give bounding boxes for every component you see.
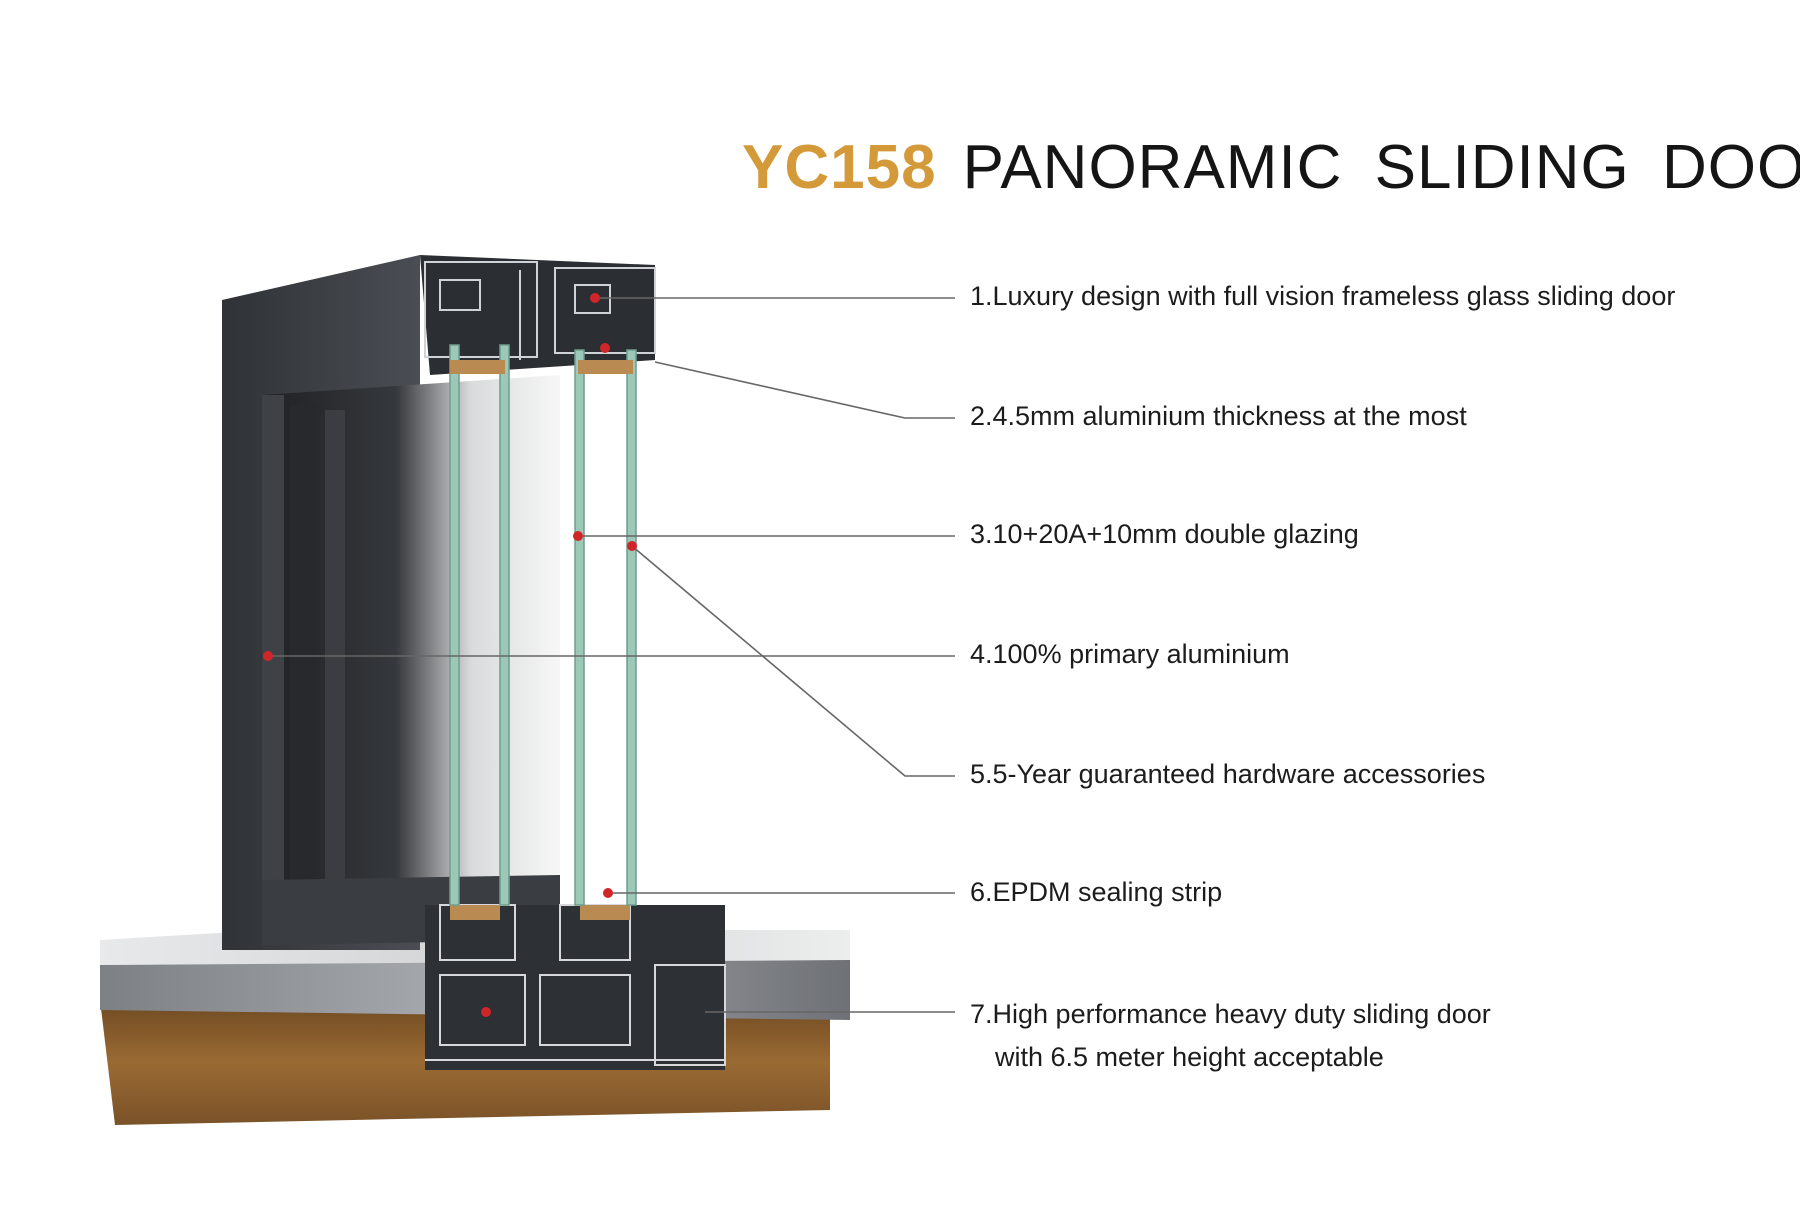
- feature-2: 2.4.5mm aluminium thickness at the most: [970, 401, 1467, 431]
- marker-2: [600, 343, 610, 353]
- callout-markers: [263, 293, 637, 1017]
- outer-frame: [222, 255, 655, 950]
- marker-6: [603, 888, 613, 898]
- glass-pane-4: [626, 349, 637, 906]
- feature-7: 7.High performance heavy duty sliding do…: [970, 999, 1491, 1073]
- marker-1: [590, 293, 600, 303]
- inner-jamb-shadow: [290, 405, 318, 910]
- leader-line-2: [654, 361, 955, 419]
- glass-pane-2: [499, 344, 510, 906]
- inner-jamb: [262, 395, 284, 920]
- feature-1: 1.Luxury design with full vision framele…: [970, 281, 1676, 311]
- glass-pane-3: [574, 349, 585, 906]
- glass-panes: [449, 344, 637, 906]
- feature-4: 4.100% primary aluminium: [970, 639, 1290, 669]
- feature-7-line-2: with 6.5 meter height acceptable: [995, 1042, 1384, 1072]
- leader-lines: [268, 297, 955, 1013]
- page-title: YC158 PANORAMIC SLIDING DOOR: [742, 132, 1800, 203]
- marker-4: [263, 651, 273, 661]
- feature-5: 5.5-Year guaranteed hardware accessories: [970, 759, 1486, 789]
- feature-7-line-1: 7.High performance heavy duty sliding do…: [970, 999, 1491, 1029]
- glass-pane-1: [449, 344, 460, 906]
- feature-6: 6.EPDM sealing strip: [970, 877, 1223, 907]
- bottom-profile: [262, 875, 726, 1070]
- marker-7: [481, 1007, 491, 1017]
- marker-3a: [573, 531, 583, 541]
- marker-3b: [627, 541, 637, 551]
- product-name: PANORAMIC SLIDING DOOR: [962, 133, 1800, 202]
- leader-line-5: [631, 545, 955, 777]
- model-number: YC158: [742, 133, 937, 202]
- feature-3: 3.10+20A+10mm double glazing: [970, 519, 1359, 549]
- sash-stile: [325, 410, 345, 905]
